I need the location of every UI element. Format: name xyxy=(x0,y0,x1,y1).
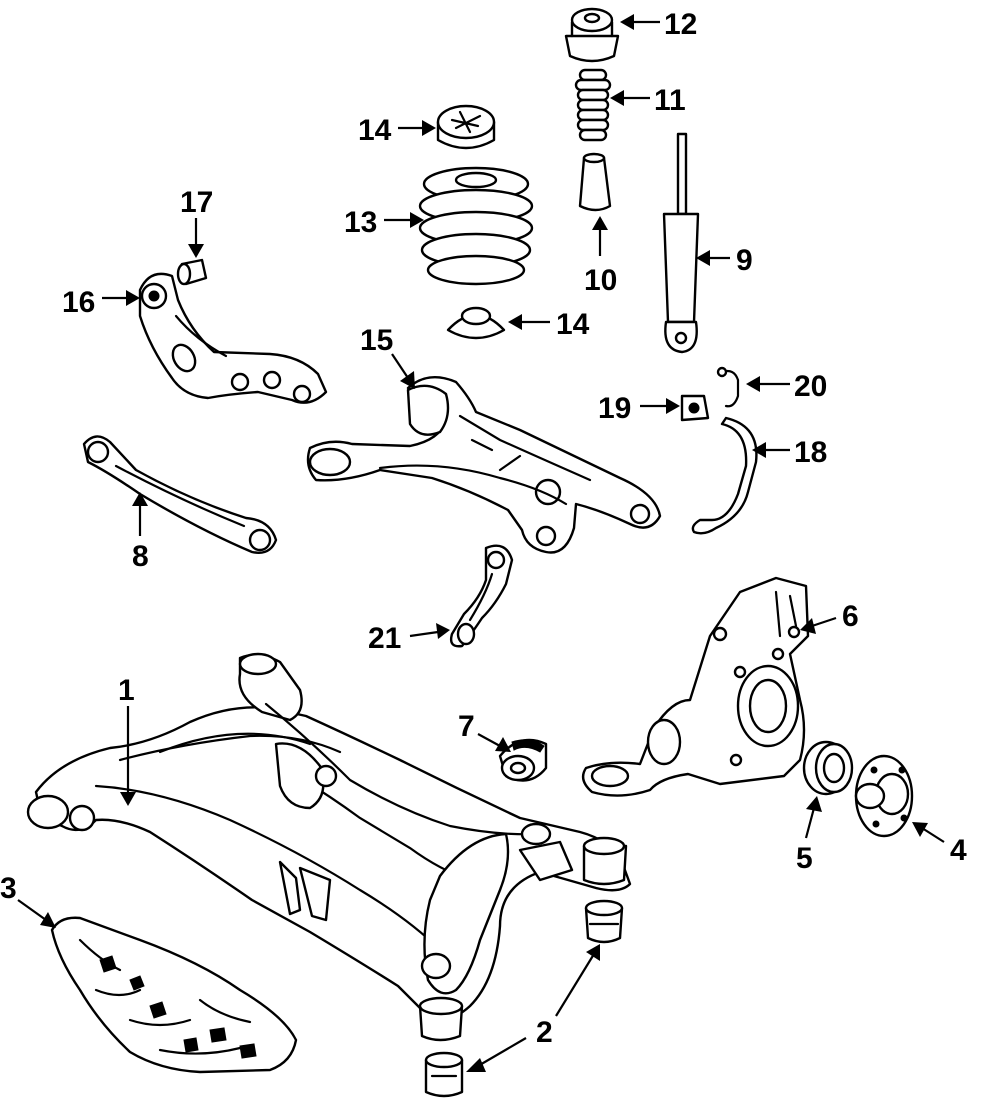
coil-spring-part xyxy=(418,166,534,286)
subframe-mount-bottom-part xyxy=(424,1051,464,1098)
callout-15: 15 xyxy=(360,324,393,357)
callout-3: 3 xyxy=(0,872,17,905)
callout-leaders xyxy=(17,14,945,1072)
subframe-mount-front-part xyxy=(418,996,464,1042)
dust-boot-part xyxy=(578,152,612,212)
callout-18: 18 xyxy=(794,436,827,469)
callout-21: 21 xyxy=(368,622,401,655)
callout-4: 4 xyxy=(950,834,967,867)
callout-16: 16 xyxy=(62,286,95,319)
lateral-link-part xyxy=(82,435,278,554)
shield-plate-part xyxy=(50,916,298,1074)
knuckle-part xyxy=(581,576,810,797)
upper-control-arm-part xyxy=(138,272,328,404)
strut-mount-part xyxy=(564,7,620,63)
callout-7: 7 xyxy=(458,710,475,743)
stabilizer-bar-part xyxy=(691,416,758,535)
callout-14-lower: 14 xyxy=(556,308,590,341)
callout-17: 17 xyxy=(180,186,213,219)
callout-6: 6 xyxy=(842,600,859,633)
spring-seat-upper-part xyxy=(436,104,496,150)
callout-20: 20 xyxy=(794,370,827,403)
callout-1: 1 xyxy=(118,674,135,707)
subframe-mount-mid-part xyxy=(584,899,624,944)
lower-control-arm-part xyxy=(306,376,662,554)
wheel-hub-part xyxy=(854,754,914,838)
subframe-mount-upper-part xyxy=(582,836,628,886)
stabilizer-link-part xyxy=(716,366,740,408)
subframe-part xyxy=(26,652,632,1020)
callout-19: 19 xyxy=(598,392,631,425)
callout-12: 12 xyxy=(664,8,697,41)
stabilizer-bushing-part xyxy=(680,394,710,422)
callout-labels: 12 11 14 17 13 9 10 16 14 15 20 19 18 8 … xyxy=(0,8,967,1049)
bump-stop-part xyxy=(574,68,612,142)
trailing-arm-bushing-part xyxy=(498,738,548,782)
shock-absorber-part xyxy=(662,132,700,354)
callout-10: 10 xyxy=(584,264,617,297)
callout-8: 8 xyxy=(132,540,149,573)
callout-9: 9 xyxy=(736,244,753,277)
upper-arm-bushing-part xyxy=(176,258,208,286)
callout-5: 5 xyxy=(796,842,813,875)
callout-14-upper: 14 xyxy=(358,114,392,147)
callout-13: 13 xyxy=(344,206,377,239)
spring-seat-lower-part xyxy=(446,306,506,340)
wheel-bearing-part xyxy=(802,740,854,796)
callout-11: 11 xyxy=(654,84,686,117)
toe-link-part xyxy=(449,544,514,648)
callout-2: 2 xyxy=(536,1016,553,1049)
